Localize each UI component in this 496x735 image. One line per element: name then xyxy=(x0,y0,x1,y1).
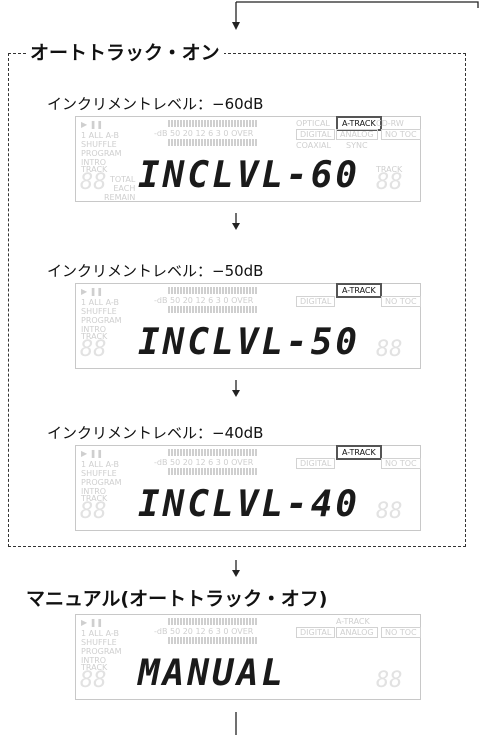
atrack-indicator: A-TRACK xyxy=(336,445,382,460)
segment-display-text: INCLVL-60 xyxy=(138,155,361,196)
section-title-manual: マニュアル(オートトラック・オフ) xyxy=(26,588,328,610)
segment-display-text: MANUAL xyxy=(138,653,287,694)
atrack-indicator: A-TRACK xyxy=(336,283,382,298)
segment-display-text: INCLVL-40 xyxy=(138,484,361,525)
label-increment-50: インクリメントレベル：−50dB xyxy=(47,262,264,280)
play-pause-icon: ▶ ❚❚ xyxy=(81,120,104,129)
track-digits-right: 88 xyxy=(376,170,403,195)
level-meter-l xyxy=(168,120,258,127)
down-arrow-icon xyxy=(232,213,240,230)
label-increment-40: インクリメントレベル：−40dB xyxy=(47,424,264,442)
segment-display-text: INCLVL-50 xyxy=(138,322,361,363)
section-title-auto-track-on: オートトラック・オン xyxy=(26,42,224,64)
down-arrow-icon xyxy=(232,560,240,577)
atrack-indicator: A-TRACK xyxy=(336,116,382,131)
down-arrow-icon xyxy=(232,380,240,397)
auto-track-on-group xyxy=(8,53,466,547)
label-increment-60: インクリメントレベル：−60dB xyxy=(47,95,264,113)
top-connector xyxy=(232,1,479,30)
bottom-connector xyxy=(235,712,237,735)
level-meter-r xyxy=(168,139,258,146)
track-digits: 88 xyxy=(80,170,107,195)
